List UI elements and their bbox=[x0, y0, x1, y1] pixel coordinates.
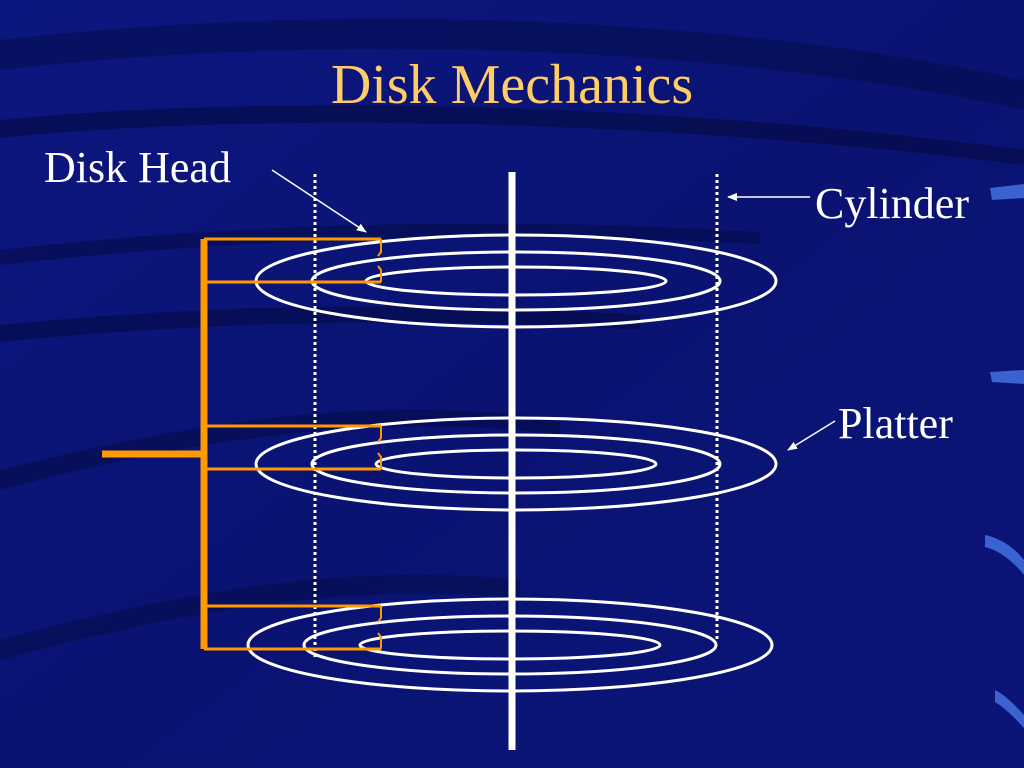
head-3-lower bbox=[377, 632, 382, 649]
head-2-lower bbox=[377, 452, 382, 469]
head-3-upper bbox=[377, 606, 382, 623]
platter-2-outer-ring bbox=[254, 416, 778, 512]
head-arm-assembly bbox=[102, 237, 382, 651]
cylinder-label: Cylinder bbox=[815, 179, 969, 228]
head-1-lower bbox=[377, 265, 382, 282]
platter-arrow bbox=[787, 420, 836, 451]
disk-head-label: Disk Head bbox=[44, 143, 231, 192]
slide-title: Disk Mechanics bbox=[330, 54, 694, 116]
head-2-upper bbox=[377, 426, 382, 443]
platter-2-inner-ring bbox=[374, 448, 658, 480]
platter-1-inner-ring bbox=[364, 265, 668, 297]
disk-head-arrow bbox=[271, 169, 367, 233]
platter-label: Platter bbox=[838, 399, 953, 448]
platter-2-middle-ring bbox=[310, 433, 722, 495]
head-1-upper bbox=[377, 239, 382, 257]
platter-2 bbox=[254, 416, 778, 512]
